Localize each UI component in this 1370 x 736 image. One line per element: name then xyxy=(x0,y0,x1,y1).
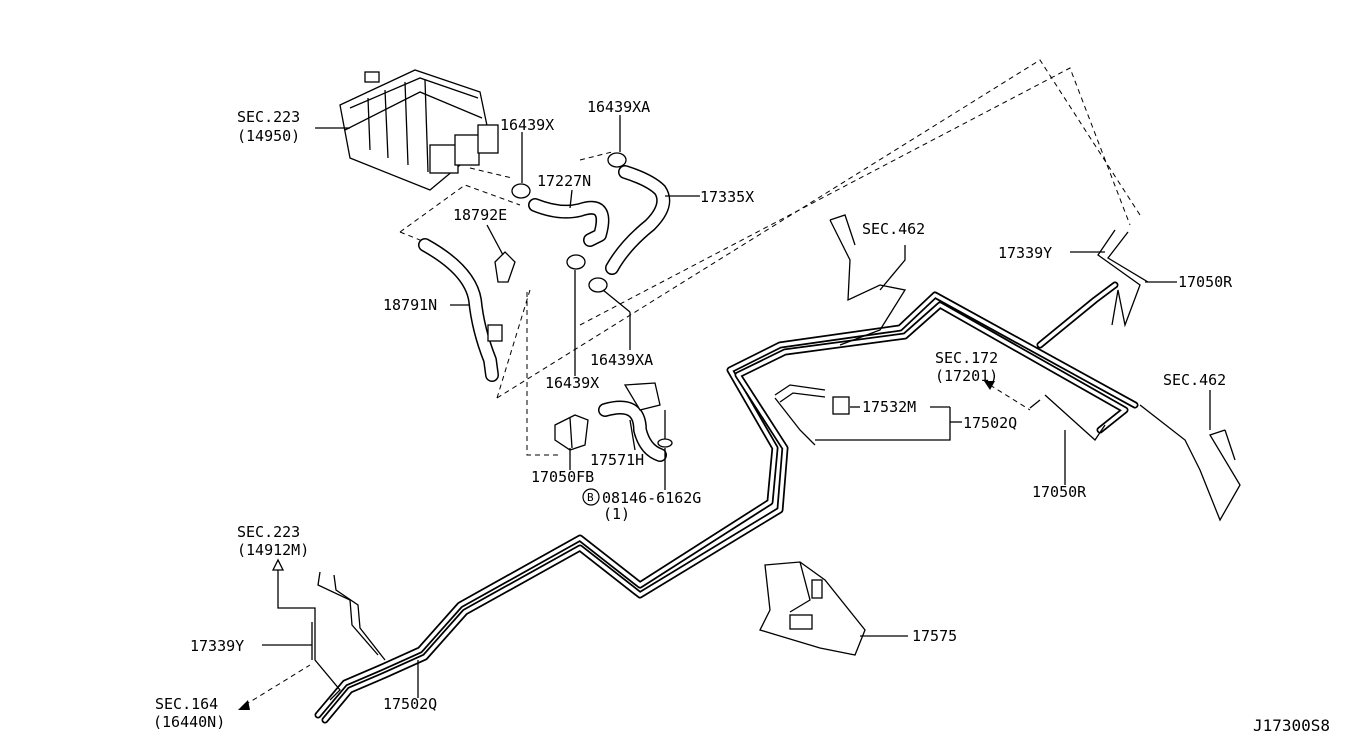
label-sec164-sub: (16440N) xyxy=(153,713,225,731)
label-16439x-bot: 16439X xyxy=(545,374,599,392)
connector-18792e xyxy=(494,251,516,283)
label-17571h: 17571H xyxy=(590,451,644,469)
leader-lines xyxy=(262,115,1211,698)
diagram-code: J17300S8 xyxy=(1253,716,1330,735)
label-16439xa-bot: 16439XA xyxy=(590,351,653,369)
pipe-bracket-17050r xyxy=(1029,394,1106,441)
bolt-mark-circle xyxy=(582,488,600,506)
label-16439x-top: 16439X xyxy=(500,116,554,134)
label-16439xa-top: 16439XA xyxy=(587,98,650,116)
pipe-17339y-left xyxy=(271,558,386,701)
label-17227n: 17227N xyxy=(537,172,591,190)
label-17575: 17575 xyxy=(912,627,957,645)
bracket-17050fb xyxy=(554,414,589,451)
label-18791n: 18791N xyxy=(383,296,437,314)
label-bolt-qty: (1) xyxy=(603,505,630,523)
label-sec462-a: SEC.462 xyxy=(862,220,925,238)
label-sec462-b: SEC.462 xyxy=(1163,371,1226,389)
label-17335x: 17335X xyxy=(700,188,754,206)
labels: SEC.223 (14950) 16439X 16439XA 17227N 17… xyxy=(153,98,1330,735)
hose-18791n xyxy=(418,238,503,382)
label-17050r-bot: 17050R xyxy=(1032,483,1087,501)
clamp-16439xa-top xyxy=(607,152,627,168)
label-17050fb: 17050FB xyxy=(531,468,594,486)
label-sec223-top-sub: (14950) xyxy=(237,127,300,145)
shield-17575 xyxy=(759,561,866,656)
label-17339y-top: 17339Y xyxy=(998,244,1052,262)
label-sec223-left: SEC.223 xyxy=(237,523,300,541)
clamp-16439xa-bot xyxy=(588,277,608,293)
fuel-pipe-17502q xyxy=(314,281,1139,724)
evap-canister xyxy=(339,69,499,191)
arrow-sec172 xyxy=(984,381,1031,411)
hose-17227n xyxy=(528,198,610,247)
label-bolt-part: 08146-6162G xyxy=(602,489,701,507)
hose-17335x xyxy=(605,165,671,275)
clamp-16439x-top xyxy=(511,183,531,199)
clamp-16439x-bot xyxy=(566,254,586,270)
bolt-08146 xyxy=(657,410,673,448)
label-17502q-bot: 17502Q xyxy=(383,695,437,713)
label-sec223-top: SEC.223 xyxy=(237,108,300,126)
arrow-sec164 xyxy=(238,664,311,710)
label-17050r-top: 17050R xyxy=(1178,273,1233,291)
label-sec223-left-sub: (14912M) xyxy=(237,541,309,559)
label-sec172-sub: (17201) xyxy=(935,367,998,385)
pipe-17339y-top xyxy=(1097,229,1149,328)
label-17339y-left: 17339Y xyxy=(190,637,244,655)
sec462-bracket-b xyxy=(1139,404,1241,522)
assembly-dashed-lines xyxy=(399,59,1141,456)
sec462-bracket-a xyxy=(829,214,907,346)
label-17532m: 17532M xyxy=(862,398,916,416)
label-17502q-right: 17502Q xyxy=(963,414,1017,432)
hose-17571h xyxy=(598,382,667,462)
label-sec164: SEC.164 xyxy=(155,695,218,713)
connector-17532m xyxy=(774,384,850,446)
label-18792e: 18792E xyxy=(453,206,507,224)
label-bolt-mark: B xyxy=(587,491,594,504)
label-sec172: SEC.172 xyxy=(935,349,998,367)
